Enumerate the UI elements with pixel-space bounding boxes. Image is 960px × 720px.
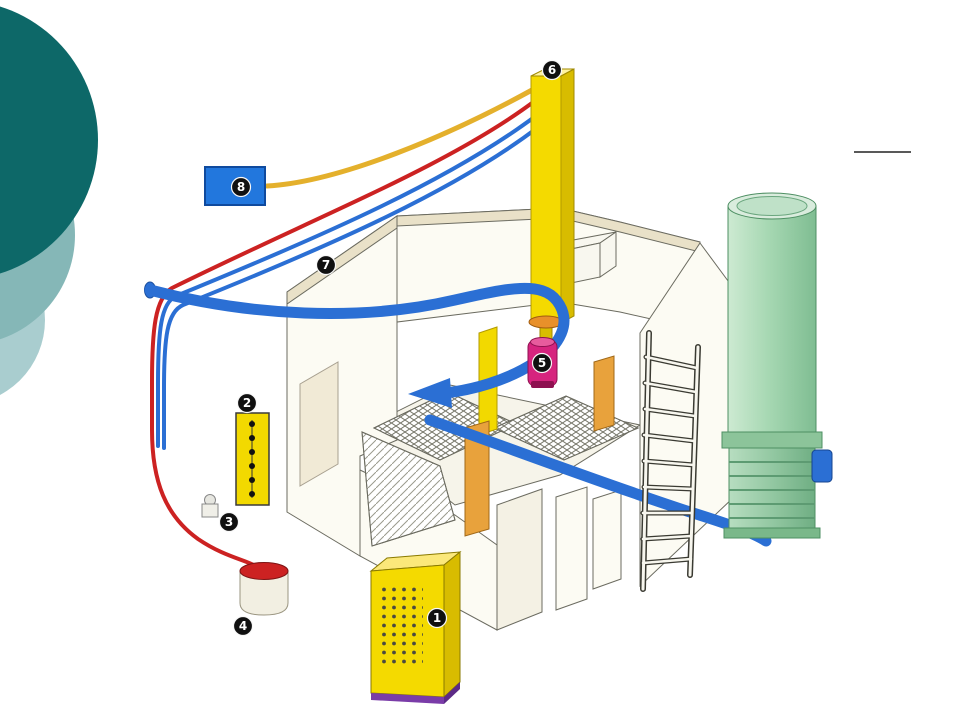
supply-pot: [239, 562, 289, 616]
cyclone-silo: [721, 192, 833, 539]
callout-badge-8: 8: [230, 176, 252, 198]
booth-door-2: [555, 486, 588, 611]
callout-badge-5: 5: [531, 352, 553, 374]
callout-badge-6: 6: [541, 59, 563, 81]
spray-booth: [286, 207, 735, 631]
cabinet-side: [443, 550, 461, 699]
red-cable: [150, 98, 538, 570]
booth-left-door-panel: [299, 361, 339, 487]
supply-lines: [150, 87, 548, 570]
callout-number-3: 3: [225, 515, 233, 529]
pipe-s-curve: [144, 282, 570, 399]
pot-lid: [239, 562, 289, 580]
ladder-rungs: [641, 355, 699, 565]
cyclone-top-opening: [736, 196, 808, 216]
pump-top-rim: [530, 337, 555, 347]
cabinet-base-stripe: [371, 693, 444, 704]
valve-body: [201, 503, 219, 518]
callout-number-7: 7: [322, 258, 330, 272]
column-side: [560, 68, 575, 324]
callout-number-6: 6: [548, 63, 556, 77]
callout-badge-1: 1: [426, 607, 448, 629]
cyclone-base: [723, 527, 821, 539]
callout-badge-4: 4: [232, 615, 254, 637]
distribution-panel: [235, 412, 270, 506]
slide-decor-circles: [0, 6, 98, 395]
control-cabinet: [369, 550, 462, 704]
cyclone-collar: [721, 431, 823, 449]
ladder: [640, 330, 701, 592]
callout-number-4: 4: [239, 619, 247, 633]
callout-number-1: 1: [433, 611, 441, 625]
pump-base: [531, 381, 554, 388]
floor-ramp: [361, 431, 456, 547]
pot-body: [239, 570, 289, 616]
cyclone-ribs: [729, 461, 815, 519]
cyclone-body: [727, 205, 817, 433]
callout-badge-7: 7: [315, 254, 337, 276]
callout-number-2: 2: [243, 396, 251, 410]
interior-orange-panel-right: [593, 355, 615, 432]
cyclone-handle: [811, 449, 833, 483]
cabinet-control-dots: [379, 586, 423, 666]
yellow-cable: [264, 87, 535, 189]
booth-left-rim: [286, 215, 398, 305]
valve-unit: [201, 494, 219, 518]
cabinet-base-stripe-side: [444, 682, 460, 704]
callout-number-5: 5: [538, 356, 546, 370]
blue-cable-b: [162, 119, 548, 450]
booth-door-3: [592, 489, 622, 590]
interior-orange-panel-left: [464, 420, 490, 537]
callout-badge-2: 2: [236, 392, 258, 414]
callout-number-8: 8: [237, 180, 245, 194]
pipe-arrowhead: [408, 378, 452, 408]
powder-pipe-upper: [144, 281, 570, 408]
blue-cable-a: [156, 110, 543, 448]
distribution-panel-dots: [249, 421, 255, 497]
callout-badge-3: 3: [218, 511, 240, 533]
callout-badges: 1 2 3 4 5 6 7 8: [218, 59, 563, 637]
reciprocator-column: [528, 68, 575, 341]
decor-circle-dark: [0, 6, 98, 274]
booth-door-1: [496, 488, 543, 631]
